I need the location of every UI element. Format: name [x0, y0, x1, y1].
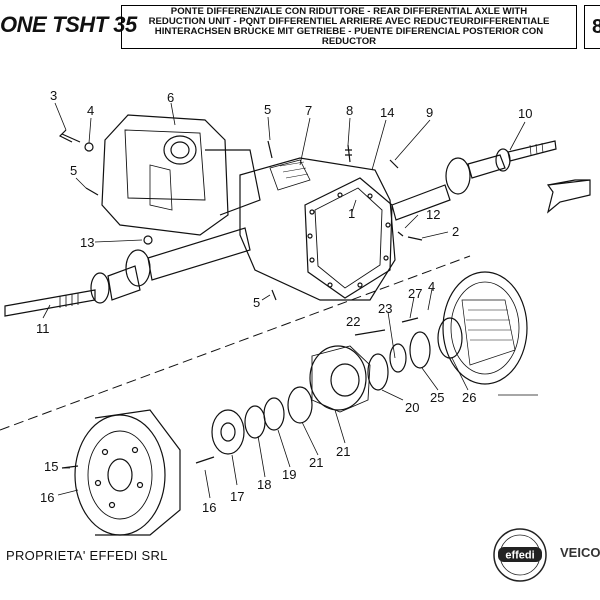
brake-drum [74, 414, 166, 536]
lock-ring-20 [263, 397, 285, 431]
callout-4b: 4 [428, 279, 435, 294]
callout-17: 16 [202, 500, 216, 515]
bolt-9 [389, 159, 399, 169]
title-line: PONTE DIFFERENZIALE CON RIDUTTORE - REAR… [170, 6, 528, 17]
veico-text: VEICO [560, 545, 600, 560]
bolt-17 [195, 456, 215, 464]
stud-5 [267, 140, 273, 159]
callout-26: 26 [462, 390, 476, 405]
model-name: TSHT 35 [52, 12, 137, 37]
callout-7: 7 [305, 103, 312, 118]
axle-shaft-right [507, 140, 557, 162]
direction-arrow [546, 179, 591, 214]
callout-19: 18 [257, 477, 271, 492]
callout-10: 10 [518, 106, 532, 121]
callout-14: 13 [80, 235, 94, 250]
callout-12: 12 [426, 207, 440, 222]
callout-11: 11 [36, 321, 50, 336]
callout-6: 6 [167, 90, 174, 105]
wheel-hub [309, 345, 367, 411]
hub-flange-right [445, 157, 471, 195]
stud-8 [345, 144, 352, 163]
title-line: HINTERACHSEN BRUCKE MIT GETRIEBE - PUENT… [154, 26, 544, 37]
callout-8: 8 [346, 103, 353, 118]
callout-13: 14 [380, 105, 394, 120]
bolt-3 [58, 129, 81, 143]
bolt-27 [401, 317, 419, 323]
callout-18: 17 [230, 489, 244, 504]
nut-4 [84, 142, 94, 152]
logo-text: effedi [505, 550, 534, 562]
page-number: 8 [584, 5, 600, 49]
bolt-23 [354, 329, 386, 336]
differential-cover [304, 177, 393, 299]
copyright-text: PROPRIETA' EFFEDI SRL [6, 548, 168, 563]
brake-backplate [442, 271, 528, 385]
callout-15: 15 [44, 459, 58, 474]
axle-shaft-left [4, 289, 96, 317]
callout-9: 9 [426, 105, 433, 120]
callout-21a: 20 [405, 400, 419, 415]
differential-housing [239, 157, 396, 301]
axle-tube-right [391, 184, 451, 221]
dashed-axis-line [0, 255, 471, 431]
callout-24: 23 [378, 301, 392, 316]
axle-flange-left [90, 272, 110, 304]
title-box: PONTE DIFFERENZIALE CON RIDUTTORE - REAR… [121, 5, 577, 49]
callout-20: 19 [282, 467, 296, 482]
reduction-housing [101, 114, 229, 236]
race-21b [287, 386, 313, 424]
brand-partial: ONE [0, 12, 47, 37]
callout-23: 22 [346, 314, 360, 329]
drive-flange [211, 409, 245, 455]
callout-2: 2 [452, 224, 459, 239]
bolt-5 [85, 187, 99, 196]
callout-27: 27 [408, 286, 422, 301]
callout-5a: 5 [264, 102, 271, 117]
callout-25: 25 [430, 390, 444, 405]
callout-21b: 21 [309, 455, 323, 470]
axle-tube-left [147, 227, 251, 281]
title-line: REDUCTION UNIT - PQNT DIFFERENTIEL ARRIE… [148, 16, 550, 27]
effedi-logo: effedi [493, 528, 547, 582]
callout-5b: 5 [70, 163, 77, 178]
stud-5b [271, 289, 277, 301]
plug-14 [143, 235, 153, 245]
title-line: REDUCTOR [321, 36, 377, 47]
callout-16: 16 [40, 490, 54, 505]
callout-4a: 4 [87, 103, 94, 118]
bolt-2 [397, 231, 423, 241]
ring-24 [389, 343, 407, 373]
bearing-25 [409, 331, 431, 369]
washer-19 [244, 405, 266, 439]
callout-5c: 5 [253, 295, 260, 310]
callout-22: 21 [336, 444, 350, 459]
callout-3: 3 [50, 88, 57, 103]
seal-26 [437, 317, 463, 359]
race-21a [367, 353, 389, 391]
callout-1: 1 [348, 206, 355, 221]
